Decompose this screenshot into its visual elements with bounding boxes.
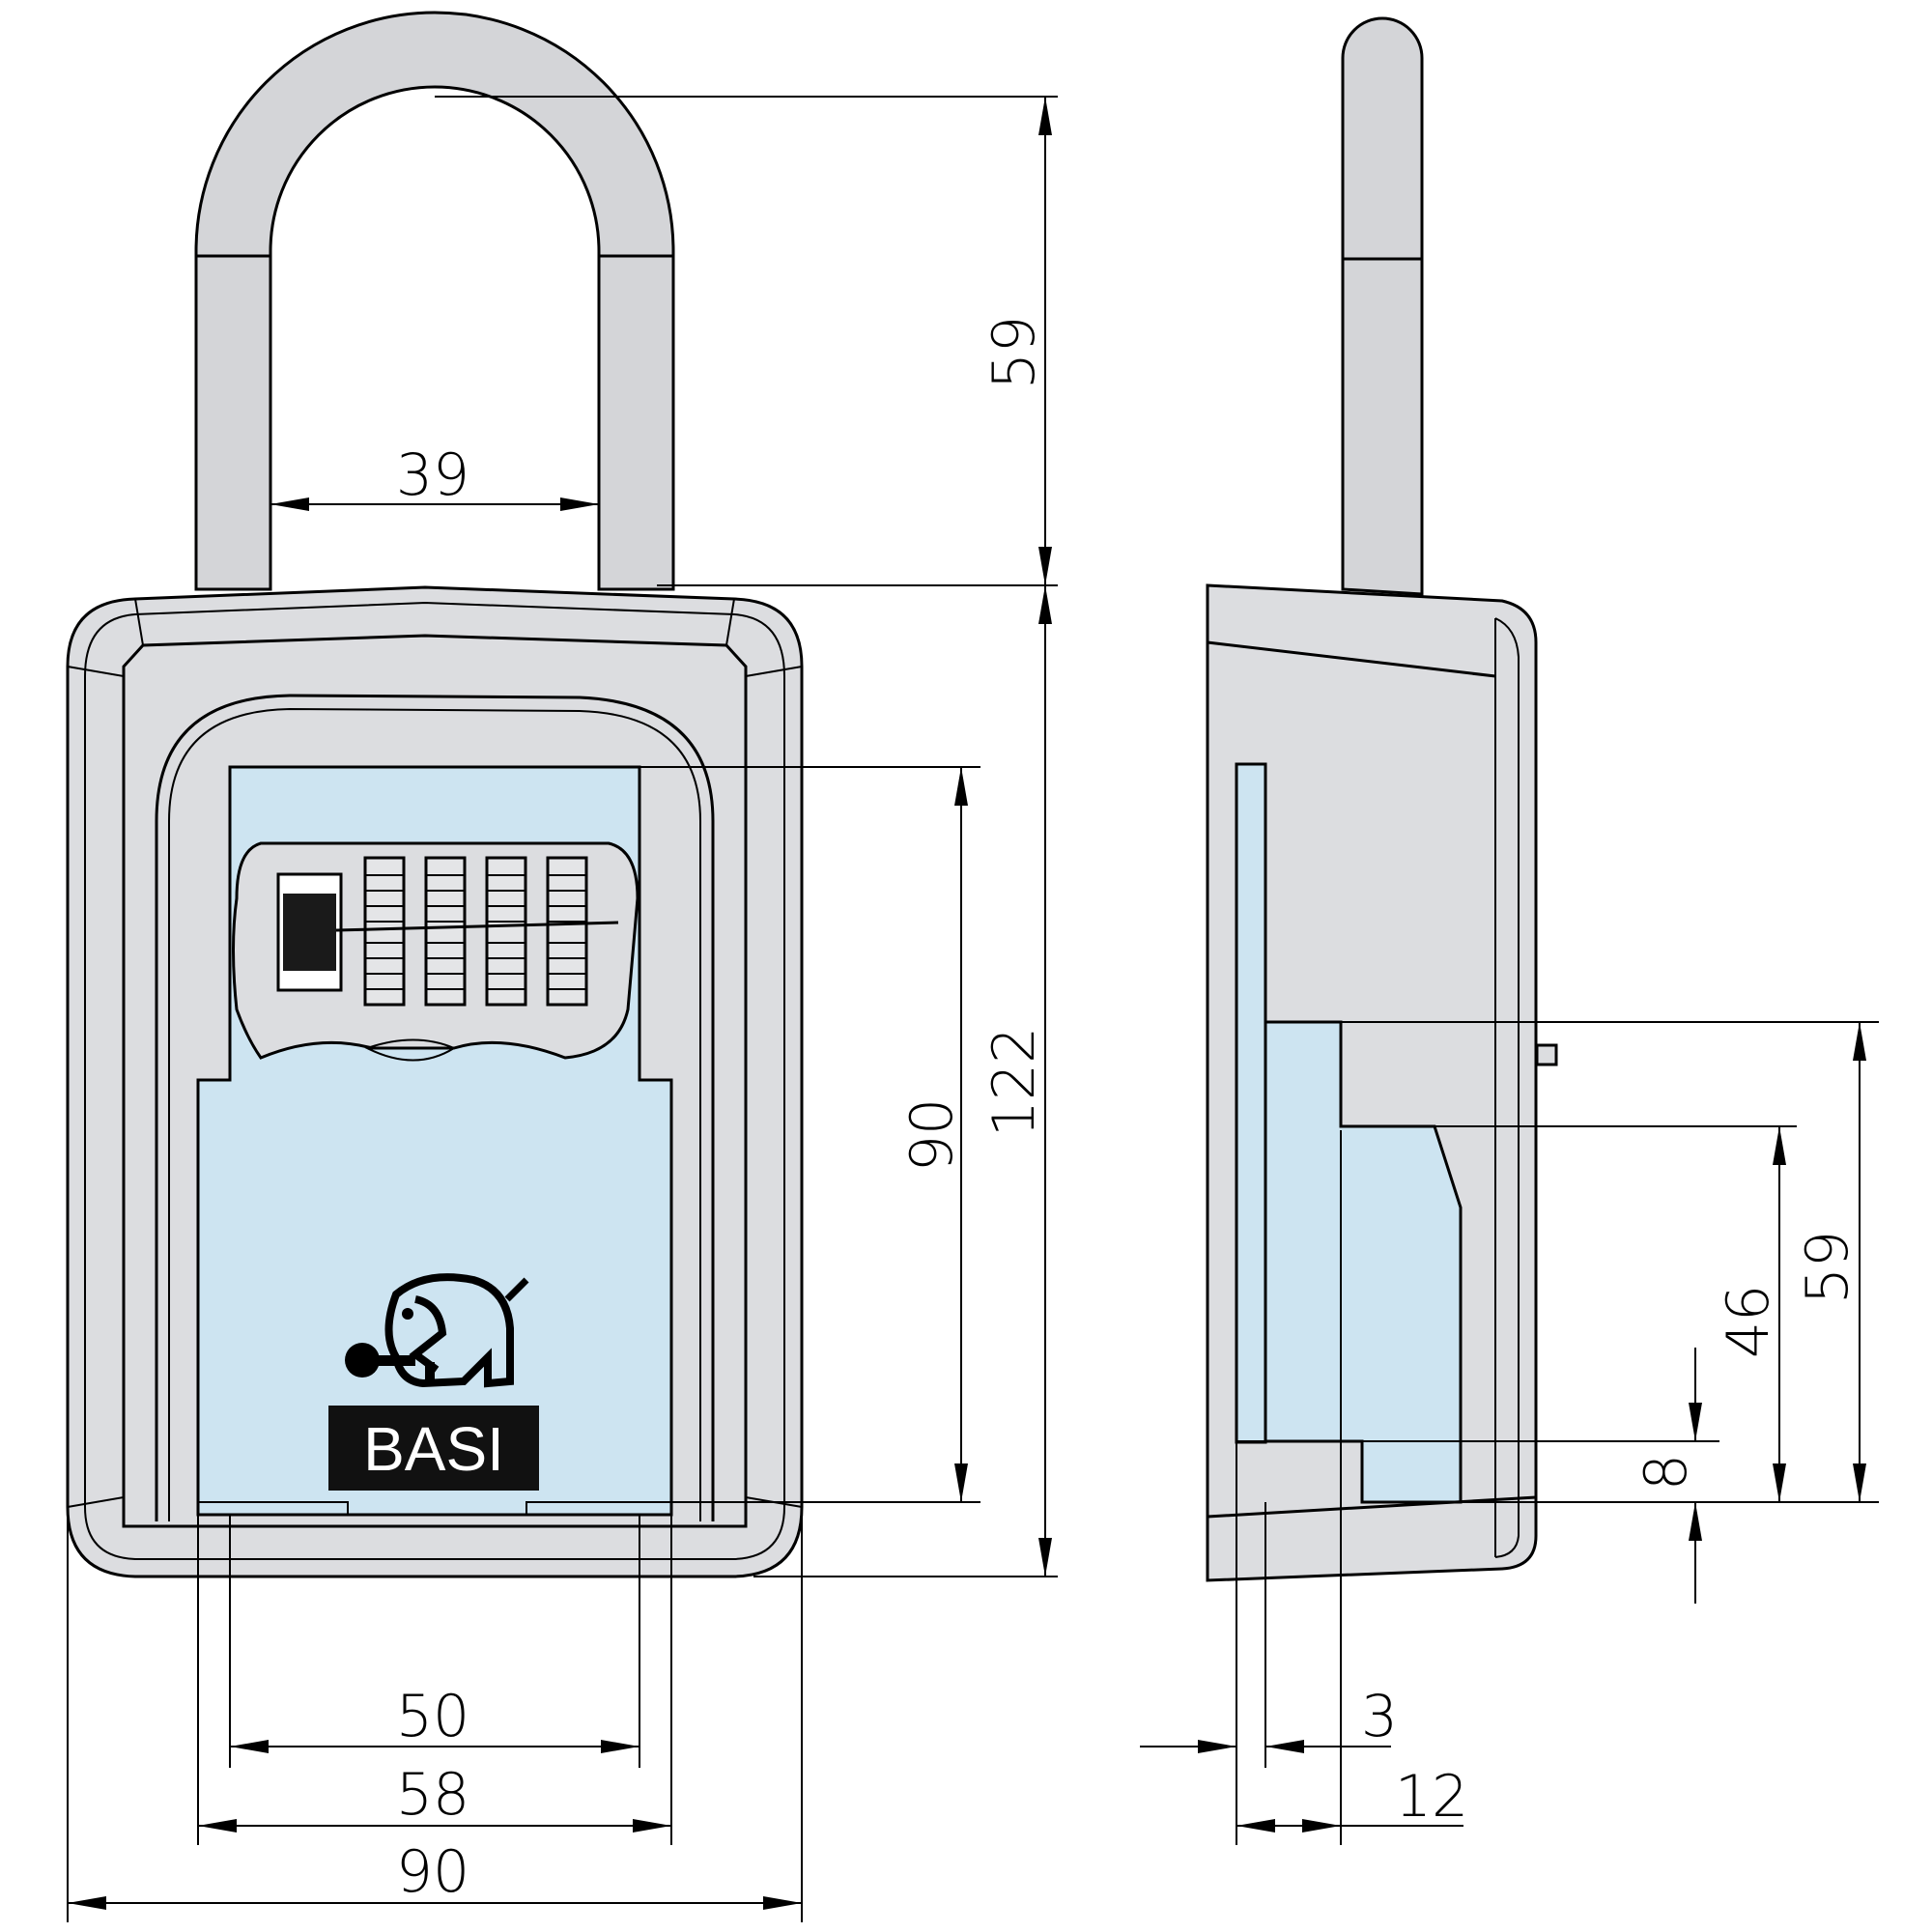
- label-body-height: 122: [980, 1027, 1048, 1138]
- label-side-depth-total: 59: [1794, 1231, 1861, 1304]
- label-wall-thickness: 3: [1361, 1683, 1398, 1750]
- front-view: BASI: [66, 11, 804, 1578]
- label-compartment-height: 90: [898, 1098, 966, 1172]
- label-bottom-offset: 8: [1633, 1454, 1700, 1491]
- side-view: [1206, 16, 1558, 1582]
- label-compartment-width: 50: [396, 1683, 469, 1750]
- label-door-depth: 12: [1395, 1763, 1468, 1831]
- brand-name: BASI: [363, 1414, 504, 1484]
- combination-dial[interactable]: [232, 841, 639, 1062]
- dial-wheel-1[interactable]: [363, 856, 406, 1007]
- brand-label: [328, 1406, 539, 1491]
- label-side-depth-inner: 46: [1715, 1285, 1782, 1358]
- dimension-lines: [67, 96, 1879, 1922]
- dial-wheels[interactable]: [363, 856, 588, 1007]
- side-body: [1206, 583, 1558, 1582]
- side-latch: [1535, 1043, 1558, 1066]
- dial-wheel-3[interactable]: [485, 856, 527, 1007]
- dial-wheel-4[interactable]: [546, 856, 588, 1007]
- label-body-width: 90: [396, 1838, 469, 1906]
- label-shackle-height: 59: [980, 316, 1048, 389]
- label-shackle-width: 39: [396, 441, 469, 509]
- elephant-key-icon: [345, 1273, 529, 1388]
- label-door-width: 58: [396, 1761, 469, 1829]
- dimension-labels: 59 39 122 90 50 58 90 59 46 8 3 12: [396, 316, 1861, 1906]
- side-shackle: [1341, 16, 1424, 596]
- shackle: [194, 11, 675, 591]
- dial-wheel-2[interactable]: [424, 856, 467, 1007]
